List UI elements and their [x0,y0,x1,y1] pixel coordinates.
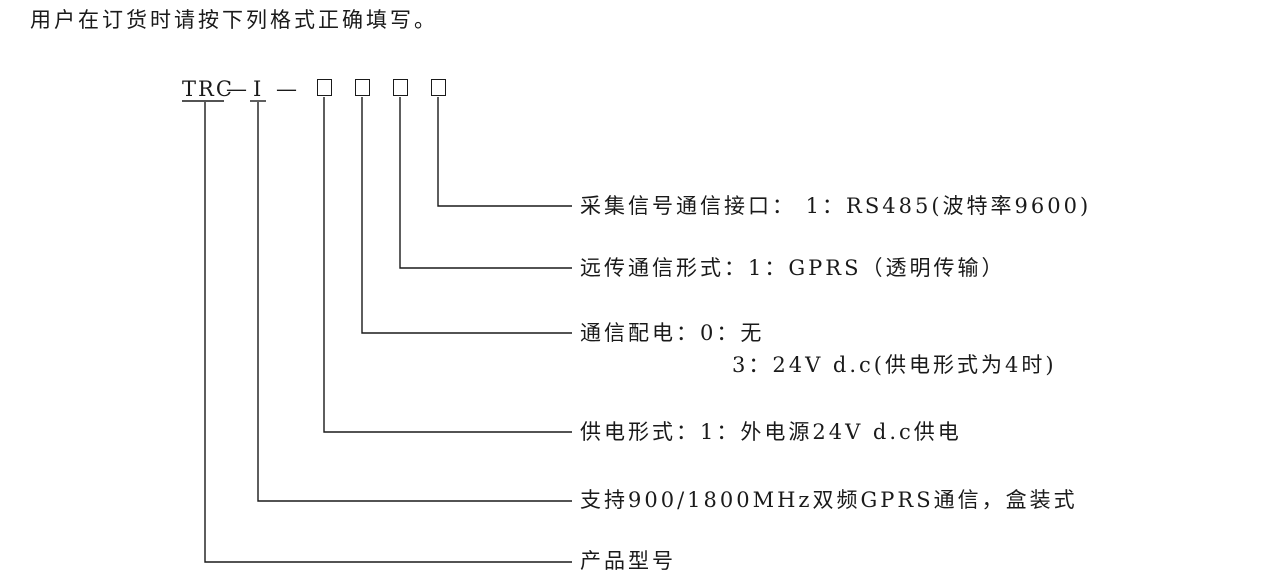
intro-text: 用户在订货时请按下列格式正确填写。 [30,8,438,32]
leader-power-dist [361,97,572,334]
code-dash-1: — [226,77,247,101]
leader-support [257,102,572,502]
code-box-power-dist [355,79,370,96]
code-series: I [253,77,265,101]
leader-power-supply [323,97,572,433]
field-support: 支持900/1800MHz双频GPRS通信，盒装式 [580,488,1078,512]
field-power-dist-option: 3：24V d.c(供电形式为4时) [732,353,1057,377]
leader-model [204,102,572,563]
code-box-remote [393,79,408,96]
code-box-interface [431,79,446,96]
code-prefix: TRC [182,77,234,101]
code-box-power-supply [317,79,332,96]
leader-interface [437,97,572,207]
field-interface: 采集信号通信接口： 1：RS485(波特率9600) [580,194,1092,218]
field-power-supply: 供电形式：1：外电源24V d.c供电 [580,420,962,444]
field-power-dist: 通信配电：0：无 [580,321,765,345]
field-remote: 远传通信形式：1：GPRS（透明传输） [580,256,1006,280]
code-dash-2: — [276,77,297,101]
field-model: 产品型号 [580,549,676,573]
leader-remote [399,97,572,269]
